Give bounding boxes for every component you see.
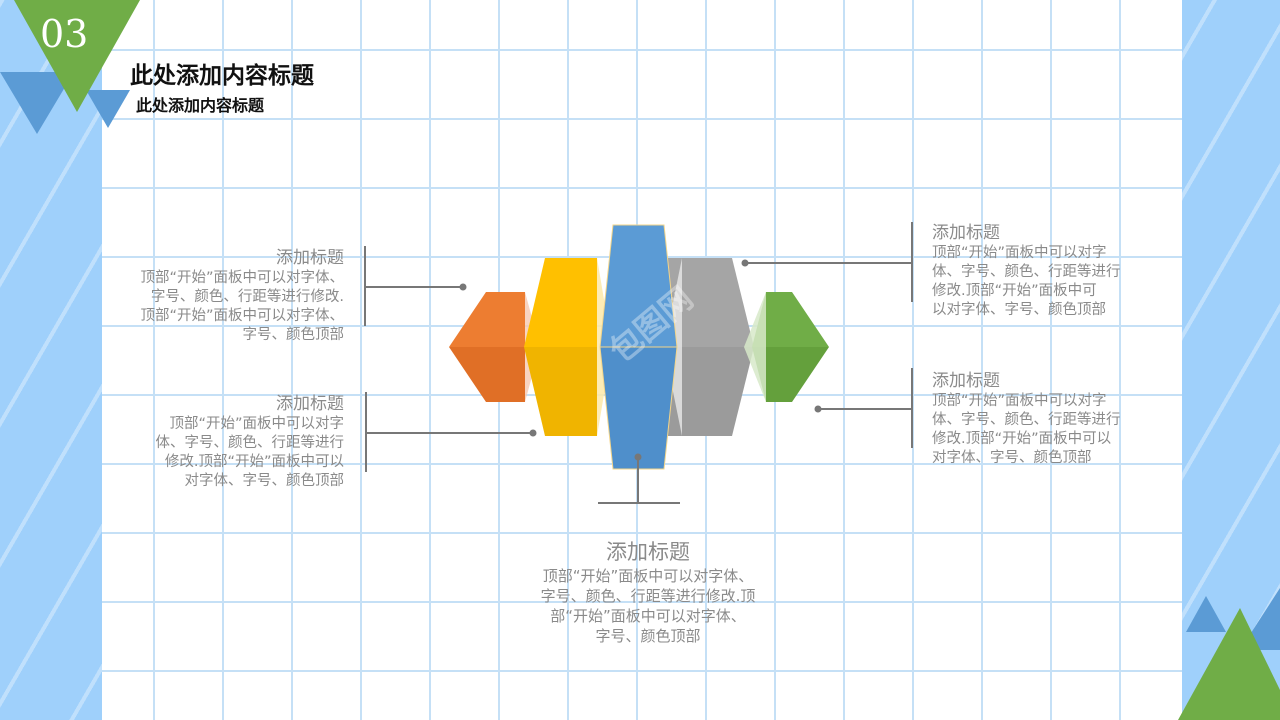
block-line: 体、字号、颜色、行距等进行 — [932, 412, 1121, 428]
block-line: 体、字号、颜色、行距等进行 — [932, 264, 1121, 280]
text-block-right-bottom: 添加标题 顶部“开始”面板中可以对字 体、字号、颜色、行距等进行 修改.顶部“开… — [932, 370, 1172, 468]
block-line: 修改.顶部“开始”面板中可以 — [164, 454, 344, 470]
block-line: 顶部“开始”面板中可以对字体、 — [140, 308, 344, 324]
text-block-bottom: 添加标题 顶部“开始”面板中可以对字体、 字号、颜色、行距等进行修改.顶 部“开… — [488, 538, 808, 646]
left-top-dot — [459, 283, 467, 291]
gray-prism — [664, 258, 754, 436]
block-line: 以对字体、字号、颜色顶部 — [932, 302, 1106, 318]
blue-triangle-large — [0, 72, 74, 134]
text-block-left-bottom: 添加标题 顶部“开始”面板中可以对字 体、字号、颜色、行距等进行 修改.顶部“开… — [100, 393, 345, 491]
page-subtitle: 此处添加内容标题 — [136, 96, 265, 115]
right-top-dot — [741, 259, 749, 267]
blue-triangle-bottom-left — [1186, 596, 1226, 632]
block-line: 字号、颜色顶部 — [595, 627, 701, 645]
block-line: 顶部“开始”面板中可以对字 — [932, 393, 1107, 409]
block-line: 字号、颜色、行距等进行修改.顶 — [540, 587, 756, 605]
block-line: 体、字号、颜色、行距等进行 — [155, 435, 345, 451]
bottom-dot — [634, 453, 642, 461]
page-title: 此处添加内容标题 — [130, 62, 314, 89]
block-line: 顶部“开始”面板中可以对字体、 — [140, 270, 344, 286]
block-line: 部“开始”面板中可以对字体、 — [550, 607, 746, 625]
yellow-prism — [524, 258, 612, 436]
block-heading: 添加标题 — [276, 248, 344, 267]
block-line: 字号、颜色、行距等进行修改. — [150, 289, 344, 305]
connectors — [364, 222, 913, 504]
block-line: 修改.顶部“开始”面板中可 — [932, 283, 1097, 299]
green-triangle-number-badge — [14, 0, 140, 112]
green-triangle-bottom — [1178, 608, 1280, 720]
green-prism — [744, 292, 829, 402]
block-heading: 添加标题 — [276, 394, 344, 413]
block-heading: 添加标题 — [932, 371, 1000, 390]
right-bottom-dot — [814, 405, 822, 413]
block-line: 对字体、字号、颜色顶部 — [184, 473, 345, 489]
block-line: 字号、颜色顶部 — [242, 327, 345, 343]
block-heading: 添加标题 — [932, 223, 1000, 242]
text-block-right-top: 添加标题 顶部“开始”面板中可以对字 体、字号、颜色、行距等进行 修改.顶部“开… — [932, 222, 1172, 320]
block-line: 修改.顶部“开始”面板中可以 — [932, 431, 1112, 447]
block-heading: 添加标题 — [606, 540, 690, 564]
section-number: 03 — [40, 12, 89, 56]
blue-triangle-small — [86, 90, 130, 128]
text-block-left-top: 添加标题 顶部“开始”面板中可以对字体、 字号、颜色、行距等进行修改. 顶部“开… — [90, 247, 344, 345]
block-line: 顶部“开始”面板中可以对字 — [169, 416, 344, 432]
block-line: 顶部“开始”面板中可以对字 — [932, 245, 1107, 261]
left-bottom-dot — [529, 429, 537, 437]
blue-prism — [599, 224, 678, 470]
block-line: 顶部“开始”面板中可以对字体、 — [542, 567, 754, 585]
block-line: 对字体、字号、颜色顶部 — [932, 450, 1092, 466]
